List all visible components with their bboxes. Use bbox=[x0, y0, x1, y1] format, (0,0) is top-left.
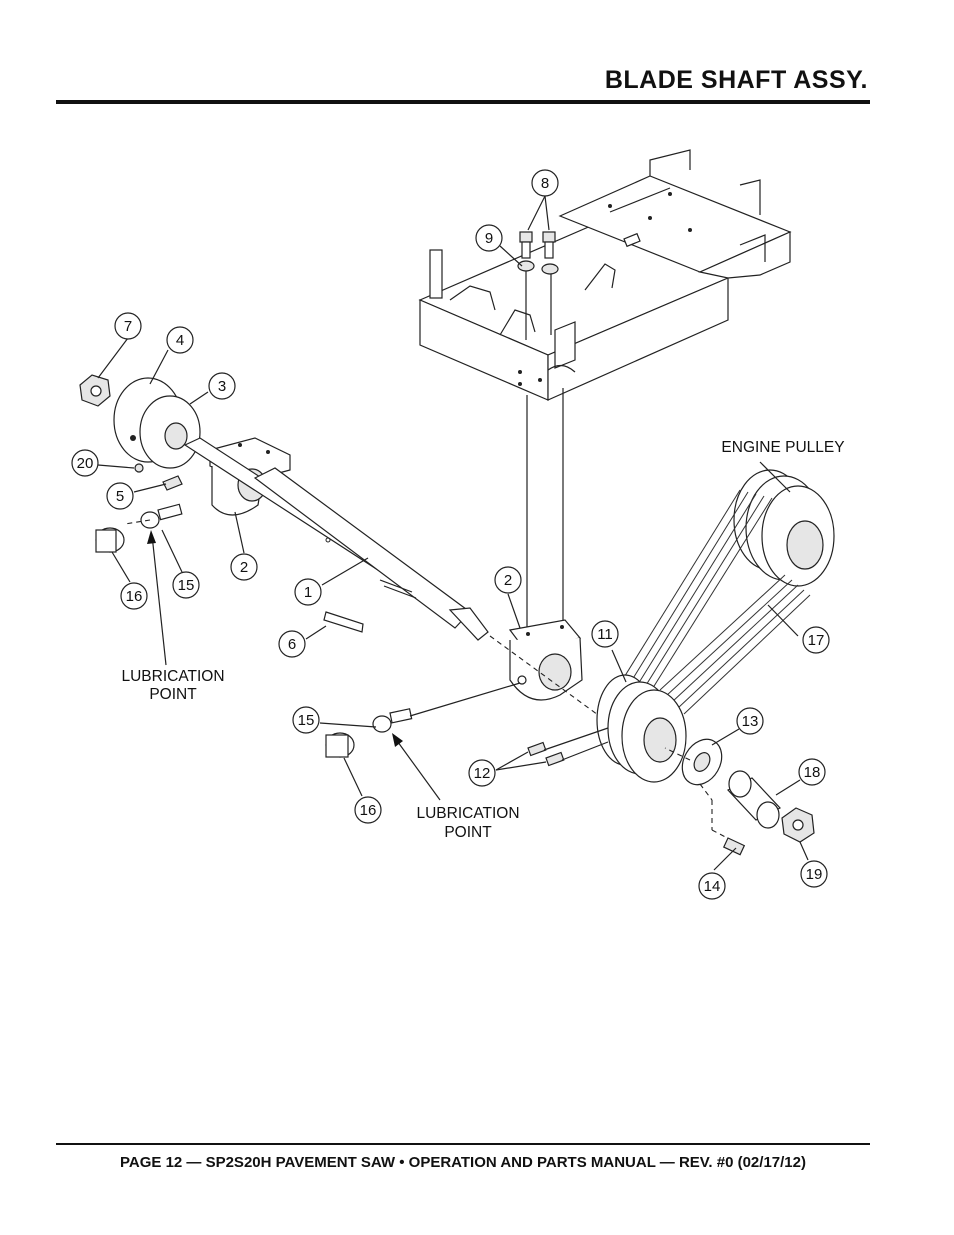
callout-18: 18 bbox=[798, 758, 826, 786]
callout-15-left: 15 bbox=[172, 571, 200, 599]
saw-frame bbox=[418, 149, 792, 401]
callout-16-left: 16 bbox=[120, 582, 148, 610]
callout-14: 14 bbox=[698, 872, 726, 900]
header-rule bbox=[56, 100, 870, 104]
lock-washer-9 bbox=[517, 260, 559, 275]
callout-17: 17 bbox=[802, 626, 830, 654]
key-5 bbox=[162, 475, 183, 491]
page-title: BLADE SHAFT ASSY. bbox=[604, 66, 868, 94]
callout-4: 4 bbox=[166, 326, 194, 354]
svg-text:2: 2 bbox=[240, 559, 248, 576]
svg-text:1: 1 bbox=[304, 584, 312, 601]
lubrication-arrow-left bbox=[147, 530, 167, 666]
svg-text:7: 7 bbox=[124, 318, 132, 335]
callout-8: 8 bbox=[531, 169, 559, 197]
engine-pulley-label: ENGINE PULLEY bbox=[721, 439, 844, 456]
callout-11: 11 bbox=[591, 620, 619, 648]
key-6 bbox=[323, 611, 364, 633]
lubrication-point-label-right-line1: LUBRICATION bbox=[416, 805, 519, 822]
leader-lines bbox=[97, 195, 809, 871]
callout-19: 19 bbox=[800, 860, 828, 888]
spacer-18 bbox=[727, 770, 781, 829]
svg-text:11: 11 bbox=[597, 626, 613, 643]
shaft-axis-dash bbox=[489, 635, 606, 721]
svg-text:3: 3 bbox=[218, 378, 226, 395]
v-belts-17 bbox=[609, 489, 811, 719]
svg-text:4: 4 bbox=[176, 332, 184, 349]
svg-text:20: 20 bbox=[77, 455, 94, 472]
svg-text:12: 12 bbox=[474, 765, 491, 782]
blade-pulley-11 bbox=[596, 674, 687, 783]
svg-text:8: 8 bbox=[541, 175, 549, 192]
callout-9: 9 bbox=[475, 224, 503, 252]
svg-text:9: 9 bbox=[485, 230, 493, 247]
grease-cap-16-right bbox=[325, 732, 355, 758]
grease-fitting-15-right bbox=[372, 708, 413, 733]
svg-text:13: 13 bbox=[742, 713, 759, 730]
callout-20: 20 bbox=[71, 449, 99, 477]
nut-19 bbox=[781, 807, 815, 843]
callout-7: 7 bbox=[114, 312, 142, 340]
svg-text:18: 18 bbox=[804, 764, 821, 781]
lubrication-point-label-left-line1: LUBRICATION bbox=[121, 668, 224, 685]
callout-16-right: 16 bbox=[354, 796, 382, 824]
flange-3 bbox=[139, 395, 201, 469]
callout-6: 6 bbox=[278, 630, 306, 658]
svg-text:5: 5 bbox=[116, 488, 124, 505]
svg-text:14: 14 bbox=[704, 878, 721, 895]
callout-12: 12 bbox=[468, 759, 496, 787]
grease-fitting-15-left bbox=[140, 503, 183, 529]
callout-5: 5 bbox=[106, 482, 134, 510]
footer-rule bbox=[56, 1143, 870, 1145]
set-screws-12 bbox=[527, 741, 565, 767]
callout-2-right: 2 bbox=[494, 566, 522, 594]
hub-13 bbox=[681, 738, 723, 786]
svg-text:15: 15 bbox=[298, 712, 315, 729]
blade-shaft-1 bbox=[183, 437, 489, 641]
engine-pulley bbox=[733, 469, 835, 587]
svg-text:15: 15 bbox=[178, 577, 195, 594]
svg-text:17: 17 bbox=[808, 632, 825, 649]
svg-text:16: 16 bbox=[126, 588, 143, 605]
set-screw-20 bbox=[134, 463, 144, 473]
lubrication-arrow-right bbox=[392, 733, 441, 801]
engine-pulley-leader bbox=[759, 461, 791, 493]
bearing-2-right bbox=[508, 619, 583, 701]
callout-15-right: 15 bbox=[292, 706, 320, 734]
nut-7 bbox=[79, 374, 111, 407]
callout-2-left: 2 bbox=[230, 553, 258, 581]
grease-cap-16-left bbox=[95, 527, 125, 553]
callout-13: 13 bbox=[736, 707, 764, 735]
lubrication-point-label-right-line2: POINT bbox=[444, 824, 492, 841]
svg-text:2: 2 bbox=[504, 572, 512, 589]
bolt-14 bbox=[722, 837, 746, 856]
lubrication-point-label-left-line2: POINT bbox=[149, 686, 197, 703]
page-footer: PAGE 12 — SP2S20H PAVEMENT SAW • OPERATI… bbox=[120, 1154, 806, 1171]
bolt-8 bbox=[519, 231, 556, 259]
svg-text:6: 6 bbox=[288, 636, 296, 653]
callout-3: 3 bbox=[208, 372, 236, 400]
svg-text:19: 19 bbox=[806, 866, 823, 883]
svg-text:16: 16 bbox=[360, 802, 377, 819]
callout-1: 1 bbox=[294, 578, 322, 606]
